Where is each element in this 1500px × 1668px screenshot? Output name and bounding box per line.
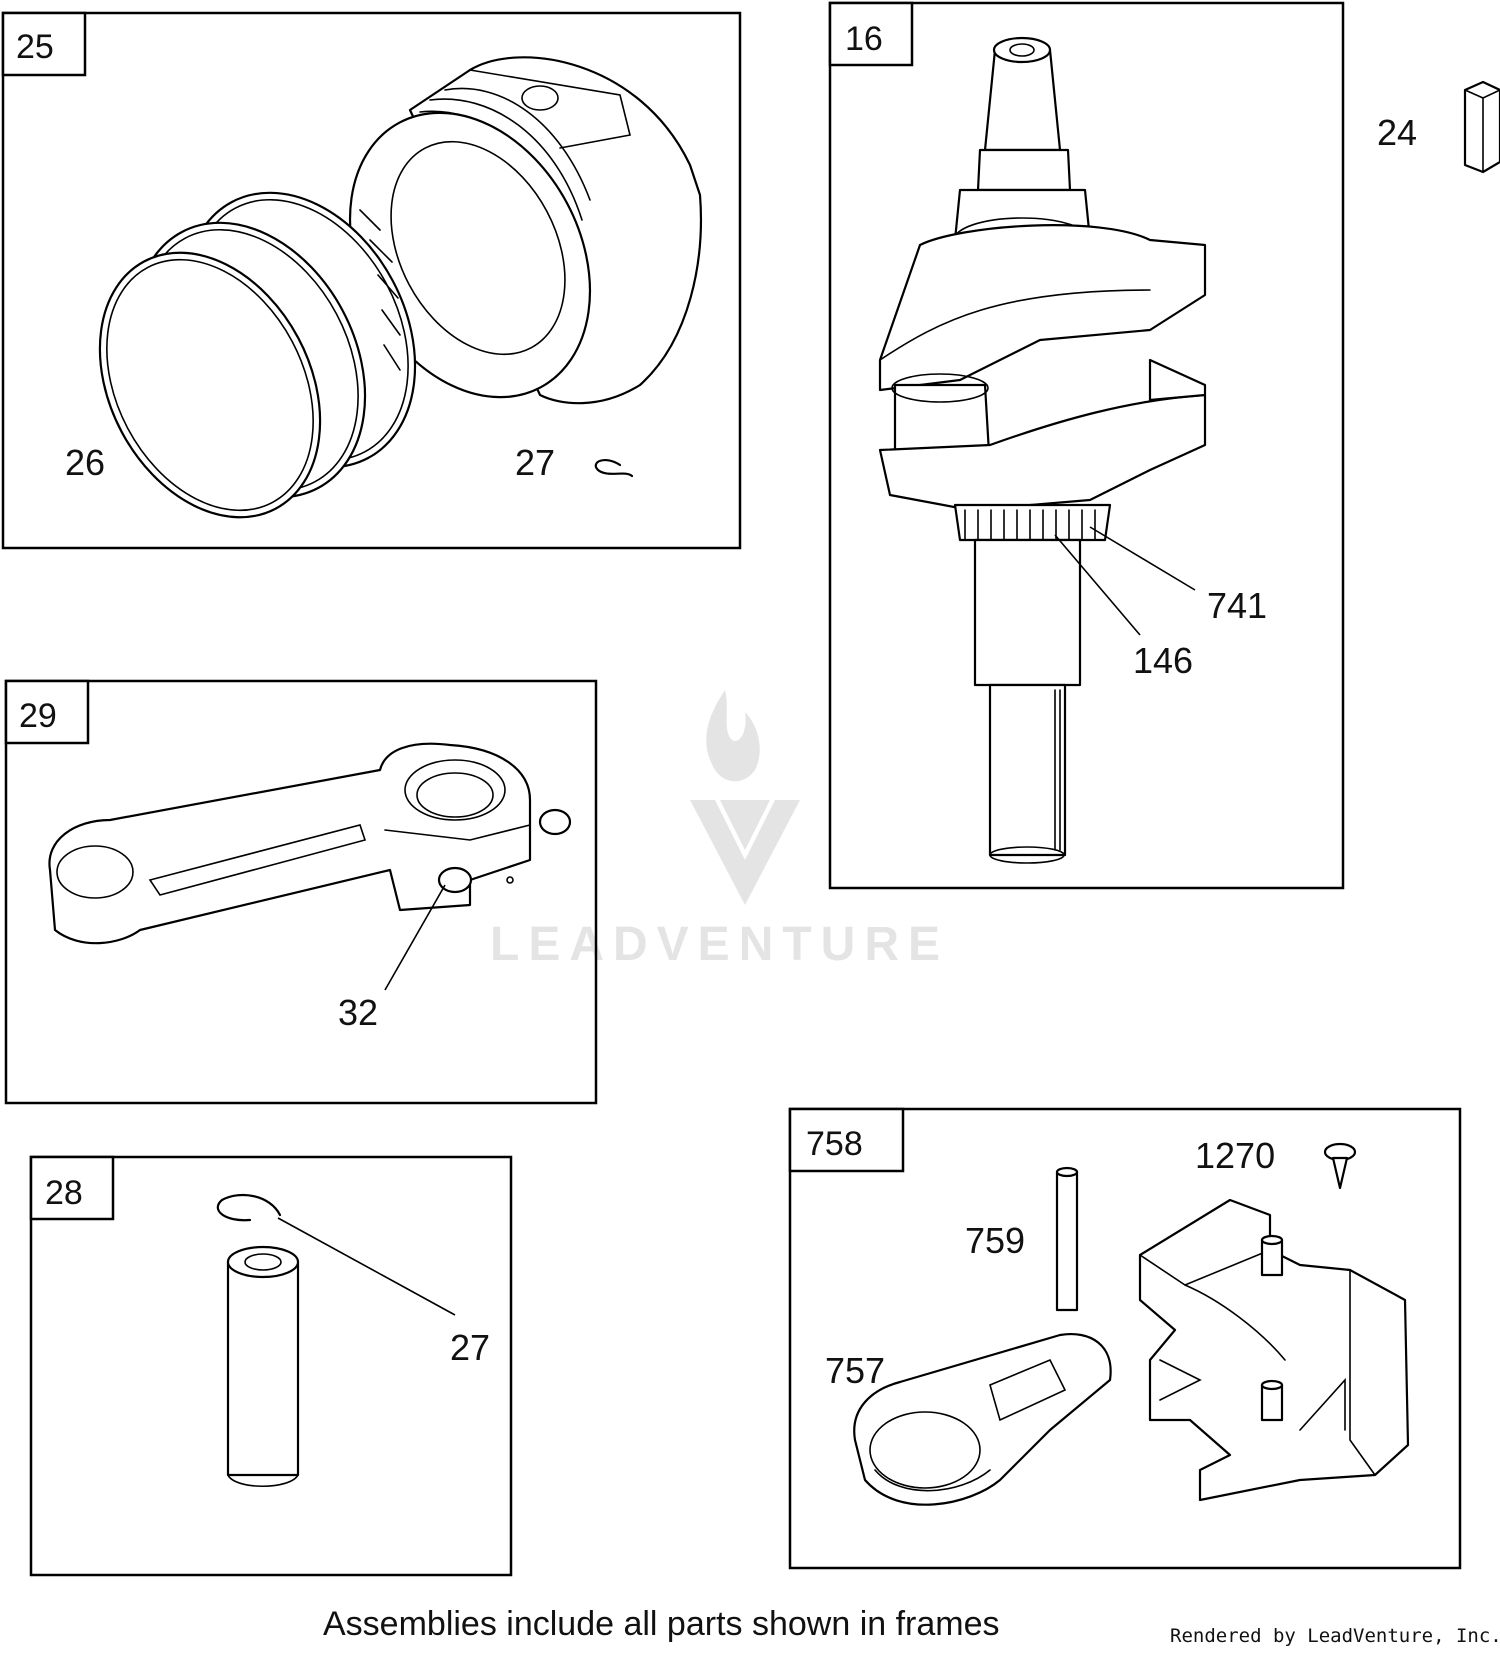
callout-32[interactable]: 32 [338,992,378,1033]
callout-757[interactable]: 757 [825,1350,885,1391]
connecting-rod-illustration[interactable] [48,742,572,945]
frame-758[interactable]: 758 [788,1107,1462,1570]
governor-plate-757-illustration[interactable] [853,1333,1112,1506]
frame-16-label: 16 [845,20,883,58]
frame-28-label: 28 [45,1174,83,1212]
footer-caption: Assemblies include all parts shown in fr… [323,1605,1000,1643]
leadventure-watermark-logo [690,690,800,905]
piston-rings-illustration[interactable] [56,153,461,556]
frame-16[interactable]: 16 [828,1,1345,890]
key-24-illustration[interactable] [1463,80,1500,174]
frame-29-label: 29 [19,697,57,735]
retaining-clip-27-pin-illustration[interactable] [216,1193,282,1222]
screw-1270-illustration[interactable] [1323,1142,1357,1190]
leader-32 [384,884,446,991]
callout-759[interactable]: 759 [965,1220,1025,1261]
leader-741 [1089,526,1196,591]
crankshaft-illustration[interactable] [878,36,1207,864]
callout-741[interactable]: 741 [1207,585,1267,626]
governor-shaft-759-illustration[interactable] [1055,1166,1079,1312]
callout-27-pin[interactable]: 27 [450,1327,490,1368]
watermark-text: LEADVENTURE [490,918,949,971]
callout-26[interactable]: 26 [65,442,105,483]
frame-25-label: 25 [16,28,54,66]
callout-27-top[interactable]: 27 [515,442,555,483]
rendered-by-credit: Rendered by LeadVenture, Inc. [1170,1625,1500,1647]
leader-27-pin [277,1217,456,1316]
callout-146[interactable]: 146 [1133,640,1193,681]
leader-146 [1054,534,1141,636]
callout-24[interactable]: 24 [1377,112,1417,153]
callout-1270[interactable]: 1270 [1195,1135,1275,1176]
frame-758-label: 758 [806,1125,863,1163]
frame-28[interactable]: 28 [29,1155,513,1577]
retaining-clip-27-illustration[interactable] [594,458,634,478]
governor-assembly-illustration[interactable] [1138,1198,1410,1502]
frame-25[interactable]: 25 [1,11,742,550]
frame-29[interactable]: 29 [4,679,598,1105]
wrist-pin-illustration[interactable] [226,1245,300,1488]
